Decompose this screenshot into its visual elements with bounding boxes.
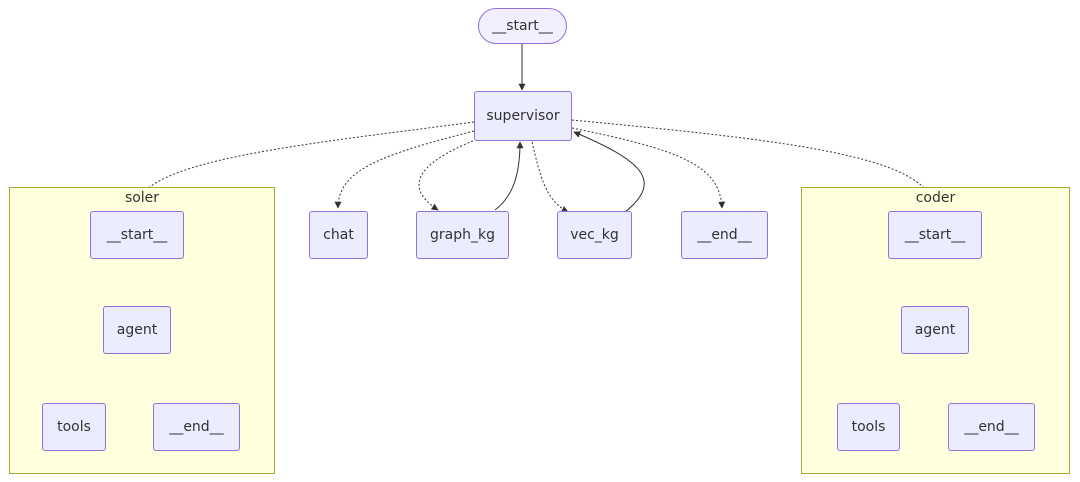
edge-supervisor-chat	[334, 129, 479, 209]
vec-kg-node[interactable]: vec_kg	[557, 211, 632, 259]
start-node[interactable]: __start__	[478, 8, 567, 44]
solver-end-node[interactable]: __end__	[153, 403, 240, 451]
coder-start-node[interactable]: __start__	[888, 211, 982, 259]
coder-tools-node[interactable]: tools	[837, 403, 900, 451]
end-node[interactable]: __end__	[681, 211, 768, 259]
supervisor-node[interactable]: supervisor	[474, 91, 572, 141]
edge-supervisor-end	[571, 127, 726, 209]
edge-graph-kg-supervisor	[494, 141, 524, 211]
solver-cluster-title: soler	[124, 190, 160, 206]
solver-agent-node[interactable]: agent	[103, 306, 171, 354]
edge-supervisor-vec-kg	[531, 141, 569, 213]
edge-supervisor-graph-kg	[418, 134, 489, 211]
edge-supervisor-coder	[571, 119, 937, 209]
chat-node[interactable]: chat	[309, 211, 368, 259]
edge-vec-kg-supervisor	[573, 131, 645, 213]
coder-agent-node[interactable]: agent	[901, 306, 969, 354]
graph-kg-node[interactable]: graph_kg	[416, 211, 509, 259]
solver-start-node[interactable]: __start__	[90, 211, 184, 259]
coder-cluster-title: coder	[915, 190, 956, 206]
coder-end-node[interactable]: __end__	[948, 403, 1035, 451]
solver-tools-node[interactable]: tools	[42, 403, 106, 451]
